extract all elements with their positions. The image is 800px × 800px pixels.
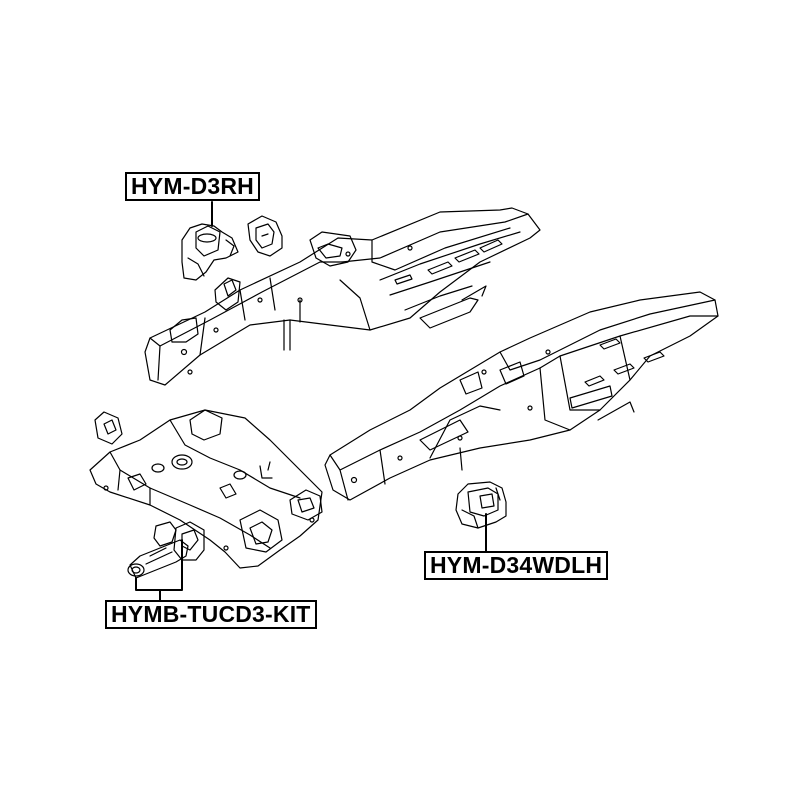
leader-line-kit-right [159, 539, 183, 591]
upper-side-member-drawing [144, 207, 541, 386]
upper-engine-mount-drawing [181, 215, 283, 281]
torque-rod-drawing [127, 521, 205, 579]
part-label-torque-rod-kit: HYMB-TUCD3-KIT [105, 600, 317, 629]
leader-line-kit-left [135, 577, 161, 601]
part-label-upper-mount: HYM-D3RH [125, 172, 260, 201]
lower-side-member-drawing [324, 291, 719, 501]
lower-engine-mount-drawing [455, 481, 507, 529]
subframe-drawing [89, 409, 323, 569]
part-label-lower-mount: HYM-D34WDLH [424, 551, 609, 580]
leader-lines [135, 201, 487, 601]
